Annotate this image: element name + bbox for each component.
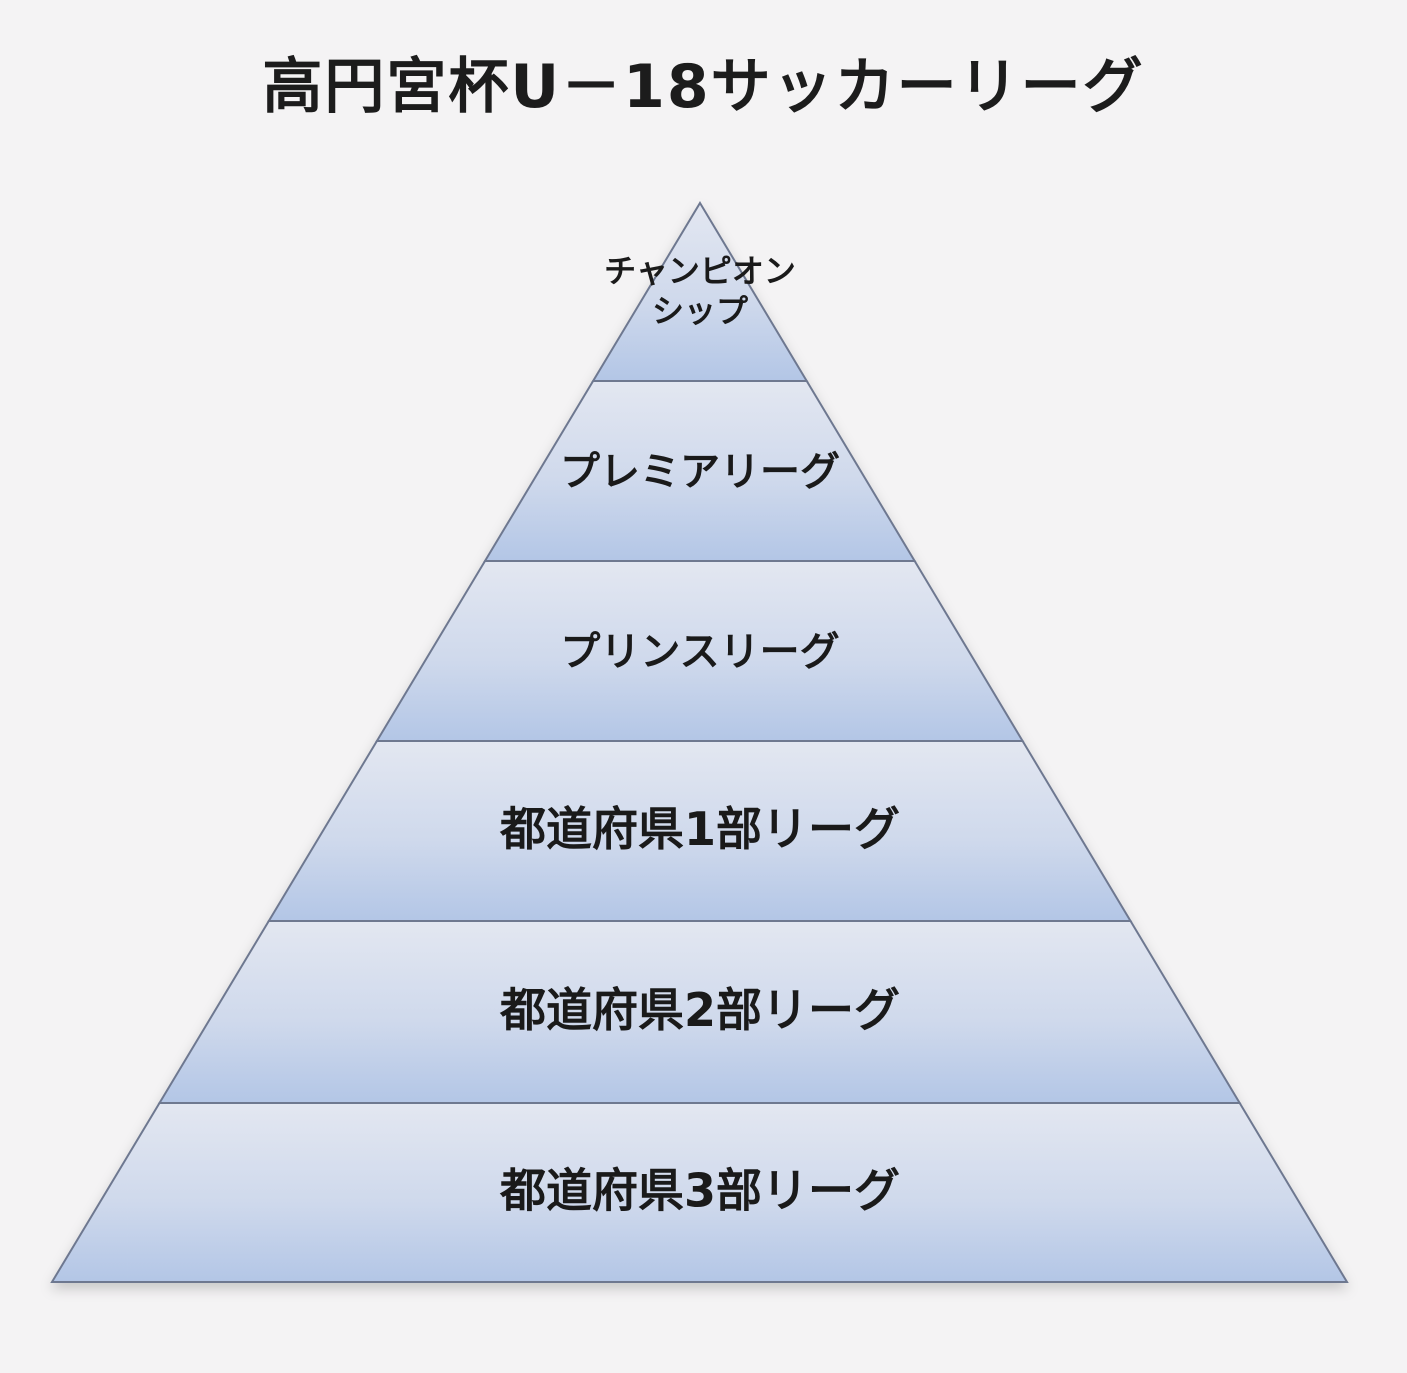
page-title: 高円宮杯U－18サッカーリーグ (262, 52, 1145, 122)
tier-prefecture-div2-label: 都道府県2部リーグ (499, 983, 900, 1037)
tier-prince-league-label-line: プリンスリーグ (560, 629, 839, 675)
tier-premier-league-label-line: プレミアリーグ (560, 449, 840, 495)
tier-championship-label-line: シップ (652, 292, 749, 330)
tier-premier-league-label: プレミアリーグ (560, 449, 840, 495)
tier-prefecture-div1-label-line: 都道府県1部リーグ (499, 802, 900, 856)
tier-prefecture-div3 (50, 1102, 1349, 1283)
tier-championship-label: チャンピオンシップ (604, 252, 796, 330)
tier-prefecture-div2-label-line: 都道府県2部リーグ (499, 983, 900, 1037)
tier-prefecture-div1-label: 都道府県1部リーグ (499, 802, 900, 856)
tier-prefecture-div3-label: 都道府県3部リーグ (499, 1164, 900, 1218)
tier-championship-label-line: チャンピオン (604, 252, 796, 290)
tier-prince-league-label: プリンスリーグ (560, 629, 839, 675)
tier-prefecture-div3-label-line: 都道府県3部リーグ (499, 1164, 900, 1218)
